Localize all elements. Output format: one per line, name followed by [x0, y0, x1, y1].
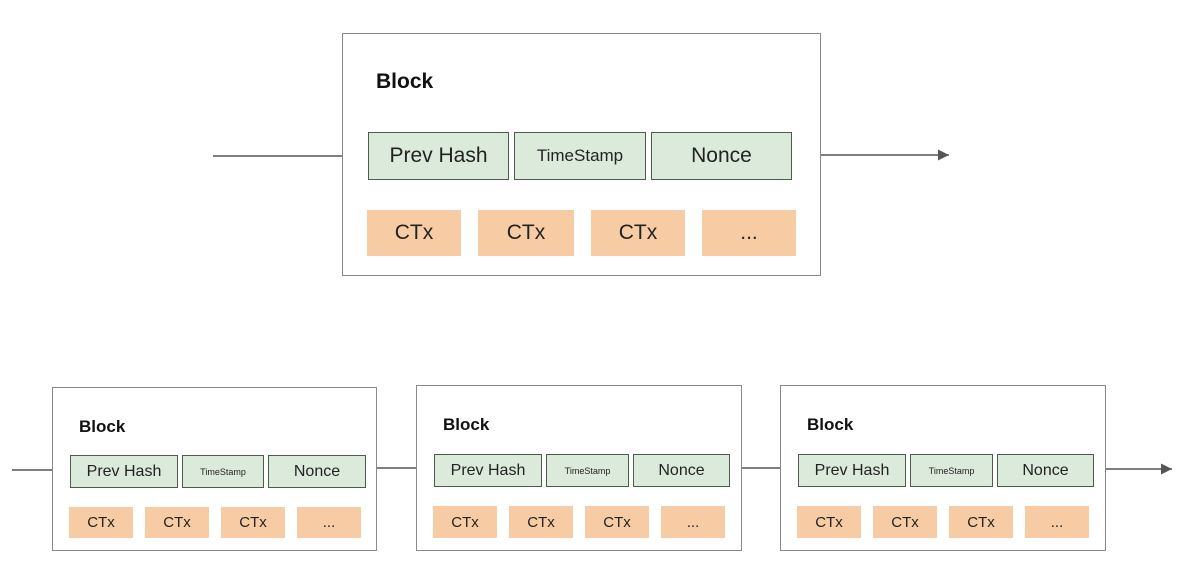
- transaction-more: ...: [661, 506, 725, 538]
- transaction-item: CTx: [591, 210, 685, 256]
- chain-block-2: Block Prev Hash TimeStamp Nonce CTx CTx …: [416, 385, 742, 551]
- chain-block-1: Block Prev Hash TimeStamp Nonce CTx CTx …: [52, 387, 377, 551]
- transaction-item: CTx: [221, 507, 285, 538]
- block-title: Block: [443, 415, 490, 434]
- transaction-item: CTx: [478, 210, 574, 256]
- nonce-field: Nonce: [268, 455, 366, 488]
- block-title: Block: [79, 417, 126, 436]
- detail-block: Block Prev Hash TimeStamp Nonce CTx CTx …: [342, 33, 821, 276]
- timestamp-field: TimeStamp: [182, 455, 264, 488]
- nonce-field: Nonce: [651, 132, 792, 180]
- transaction-item: CTx: [367, 210, 461, 256]
- timestamp-field: TimeStamp: [546, 454, 629, 487]
- transaction-item: CTx: [949, 506, 1013, 538]
- block-title: Block: [376, 70, 434, 93]
- transaction-more: ...: [702, 210, 796, 256]
- transaction-more: ...: [1025, 506, 1089, 538]
- transaction-item: CTx: [145, 507, 209, 538]
- nonce-field: Nonce: [633, 454, 730, 487]
- prev-hash-field: Prev Hash: [798, 454, 906, 487]
- transaction-item: CTx: [509, 506, 573, 538]
- transaction-item: CTx: [433, 506, 497, 538]
- transaction-item: CTx: [797, 506, 861, 538]
- prev-hash-field: Prev Hash: [434, 454, 542, 487]
- transaction-item: CTx: [585, 506, 649, 538]
- transaction-item: CTx: [873, 506, 937, 538]
- prev-hash-field: Prev Hash: [70, 455, 178, 488]
- prev-hash-field: Prev Hash: [368, 132, 509, 180]
- transaction-item: CTx: [69, 507, 133, 538]
- timestamp-field: TimeStamp: [910, 454, 993, 487]
- chain-block-3: Block Prev Hash TimeStamp Nonce CTx CTx …: [780, 385, 1106, 551]
- nonce-field: Nonce: [997, 454, 1094, 487]
- timestamp-field: TimeStamp: [514, 132, 646, 180]
- transaction-more: ...: [297, 507, 361, 538]
- block-title: Block: [807, 415, 854, 434]
